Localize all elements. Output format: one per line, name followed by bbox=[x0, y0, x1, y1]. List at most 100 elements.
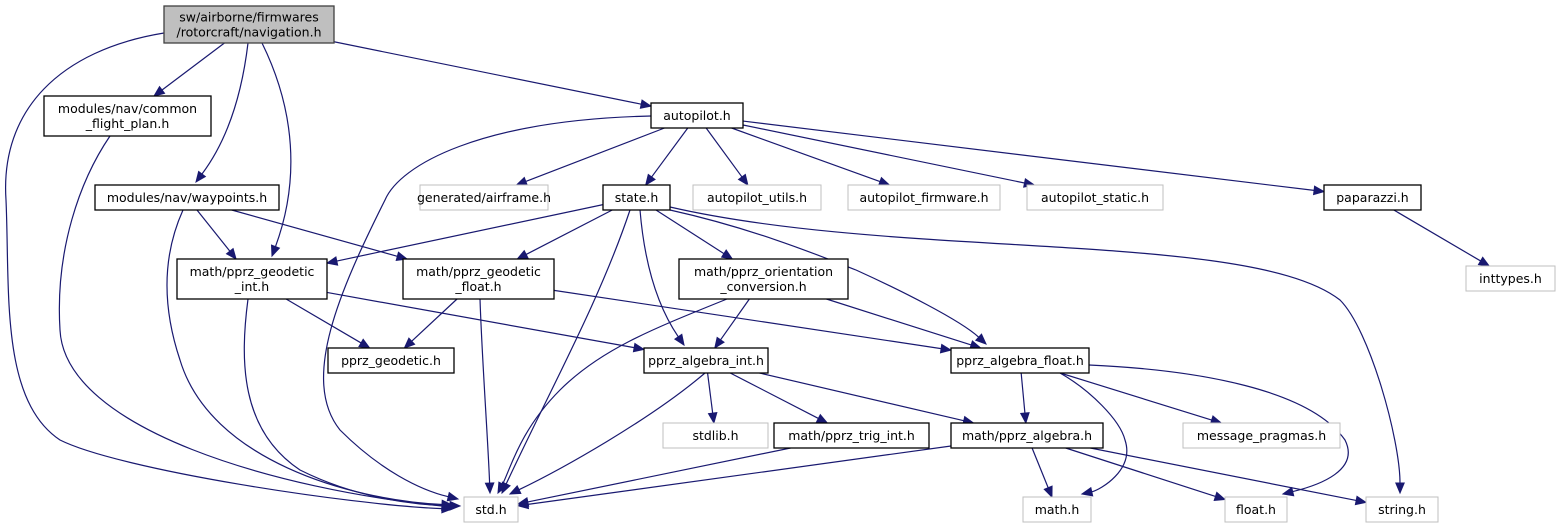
edge-arrowhead bbox=[1213, 491, 1227, 501]
edge-arrowhead bbox=[939, 343, 953, 354]
node-box bbox=[43, 95, 212, 137]
edge-arrowhead bbox=[449, 500, 462, 511]
node-box bbox=[1365, 496, 1439, 523]
edge-line bbox=[525, 209, 613, 255]
edge-line bbox=[1060, 372, 1212, 421]
node-box bbox=[773, 422, 930, 449]
edge-algebra_int-to-stdlib bbox=[706, 372, 718, 425]
node-label: math/pprz_geodetic bbox=[416, 264, 541, 279]
node-pprz_geodetic[interactable]: pprz_geodetic.h bbox=[327, 347, 455, 374]
edge-line bbox=[1020, 372, 1026, 414]
edge-line bbox=[525, 127, 665, 182]
node-box bbox=[643, 347, 769, 374]
node-label: autopilot_utils.h bbox=[707, 190, 807, 205]
edge-algebra_float-to-math bbox=[1059, 372, 1128, 497]
node-math: math.h bbox=[1022, 496, 1092, 523]
edge-autopilot-to-std bbox=[322, 115, 652, 502]
edge-arrowhead bbox=[395, 251, 409, 261]
node-string: string.h bbox=[1365, 496, 1439, 523]
node-label: modules/nav/waypoints.h bbox=[107, 190, 267, 205]
edge-autopilot-to-paparazzi bbox=[742, 120, 1326, 196]
node-label: sw/airborne/firmwares bbox=[179, 10, 318, 25]
edge-line bbox=[1031, 447, 1049, 488]
edge-arrowhead bbox=[516, 249, 529, 260]
edge-navigation-to-common_flight_plan bbox=[153, 42, 225, 97]
edge-line bbox=[322, 115, 652, 498]
edge-arrowhead bbox=[639, 99, 653, 109]
node-state[interactable]: state.h bbox=[602, 184, 671, 211]
node-inttypes: inttypes.h bbox=[1465, 265, 1556, 292]
edge-line bbox=[285, 298, 362, 344]
edge-line bbox=[527, 445, 952, 505]
edge-geodetic_float-to-algebra_float bbox=[553, 289, 953, 354]
node-box bbox=[327, 347, 455, 374]
node-box bbox=[950, 422, 1104, 449]
node-label: math.h bbox=[1035, 502, 1080, 517]
node-autopilot[interactable]: autopilot.h bbox=[650, 102, 744, 129]
edge-arrowhead bbox=[720, 249, 734, 260]
node-trig_int[interactable]: math/pprz_trig_int.h bbox=[773, 422, 930, 449]
edge-arrowhead bbox=[195, 170, 207, 184]
node-label: math/pprz_geodetic bbox=[190, 264, 315, 279]
node-label: pprz_algebra_int.h bbox=[648, 353, 764, 368]
edge-arrowhead bbox=[403, 337, 416, 349]
node-box bbox=[1465, 265, 1556, 292]
edge-state-to-algebra_int bbox=[639, 209, 685, 347]
edge-arrowhead bbox=[737, 173, 749, 187]
node-box bbox=[1022, 496, 1092, 523]
node-navigation[interactable]: sw/airborne/firmwares/rotorcraft/navigat… bbox=[163, 5, 335, 44]
edge-line bbox=[729, 372, 819, 419]
edge-arrowhead bbox=[1354, 495, 1368, 506]
edge-line bbox=[502, 298, 728, 485]
node-label: modules/nav/common bbox=[58, 101, 197, 116]
edge-navigation-to-geodetic_int bbox=[261, 42, 292, 258]
edge-waypoints-to-geodetic_int bbox=[196, 209, 237, 261]
edge-arrowhead bbox=[153, 85, 166, 97]
edge-line bbox=[655, 209, 725, 255]
edge-line bbox=[336, 204, 604, 262]
edge-line bbox=[261, 42, 292, 247]
edge-arrowhead bbox=[446, 491, 460, 502]
edge-orientation_conversion-to-std bbox=[497, 298, 728, 495]
edge-arrowhead bbox=[1043, 485, 1053, 499]
edge-arrowhead bbox=[270, 244, 281, 258]
node-label: string.h bbox=[1378, 502, 1426, 517]
edge-algebra_int-to-pprz_algebra bbox=[759, 372, 975, 426]
edge-line bbox=[411, 298, 458, 342]
edge-line bbox=[527, 447, 791, 503]
node-box bbox=[402, 258, 555, 300]
edge-arrowhead bbox=[516, 499, 530, 510]
node-waypoints[interactable]: modules/nav/waypoints.h bbox=[94, 184, 280, 211]
node-algebra_int[interactable]: pprz_algebra_int.h bbox=[643, 347, 769, 374]
node-label: pprz_geodetic.h bbox=[341, 353, 441, 368]
edge-arrowhead bbox=[707, 411, 718, 425]
node-label: _flight_plan.h bbox=[85, 116, 170, 131]
edge-algebra_float-to-pprz_algebra bbox=[1019, 372, 1030, 425]
node-label: /rotorcraft/navigation.h bbox=[177, 25, 322, 40]
node-geodetic_int[interactable]: math/pprz_geodetic_int.h bbox=[176, 258, 328, 300]
node-autopilot_static: autopilot_static.h bbox=[1026, 184, 1164, 211]
edge-arrowhead bbox=[974, 333, 987, 345]
node-float: float.h bbox=[1224, 496, 1288, 523]
node-pprz_algebra[interactable]: math/pprz_algebra.h bbox=[950, 422, 1104, 449]
edge-line bbox=[742, 120, 1315, 192]
node-paparazzi[interactable]: paparazzi.h bbox=[1323, 184, 1422, 211]
edge-line bbox=[720, 298, 750, 341]
edge-pprz_algebra-to-string bbox=[1090, 447, 1368, 506]
edge-arrowhead bbox=[1019, 412, 1030, 425]
node-label: math/pprz_orientation bbox=[694, 264, 833, 279]
edge-arrowhead bbox=[673, 333, 685, 347]
edge-arrowhead bbox=[1080, 486, 1094, 497]
edge-orientation_conversion-to-algebra_int bbox=[714, 298, 750, 350]
node-algebra_float[interactable]: pprz_algebra_float.h bbox=[950, 347, 1090, 374]
node-airframe: generated/airframe.h bbox=[417, 184, 551, 211]
node-geodetic_float[interactable]: math/pprz_geodetic_float.h bbox=[402, 258, 555, 300]
edge-state-to-orientation_conversion bbox=[655, 209, 734, 260]
node-orientation_conversion[interactable]: math/pprz_orientation_conversion.h bbox=[678, 258, 849, 300]
node-common_flight_plan[interactable]: modules/nav/common_flight_plan.h bbox=[43, 95, 212, 137]
node-label: message_pragmas.h bbox=[1197, 428, 1326, 443]
node-label: _float.h bbox=[454, 279, 501, 294]
edges-layer bbox=[5, 32, 1491, 514]
edge-line bbox=[518, 372, 706, 491]
